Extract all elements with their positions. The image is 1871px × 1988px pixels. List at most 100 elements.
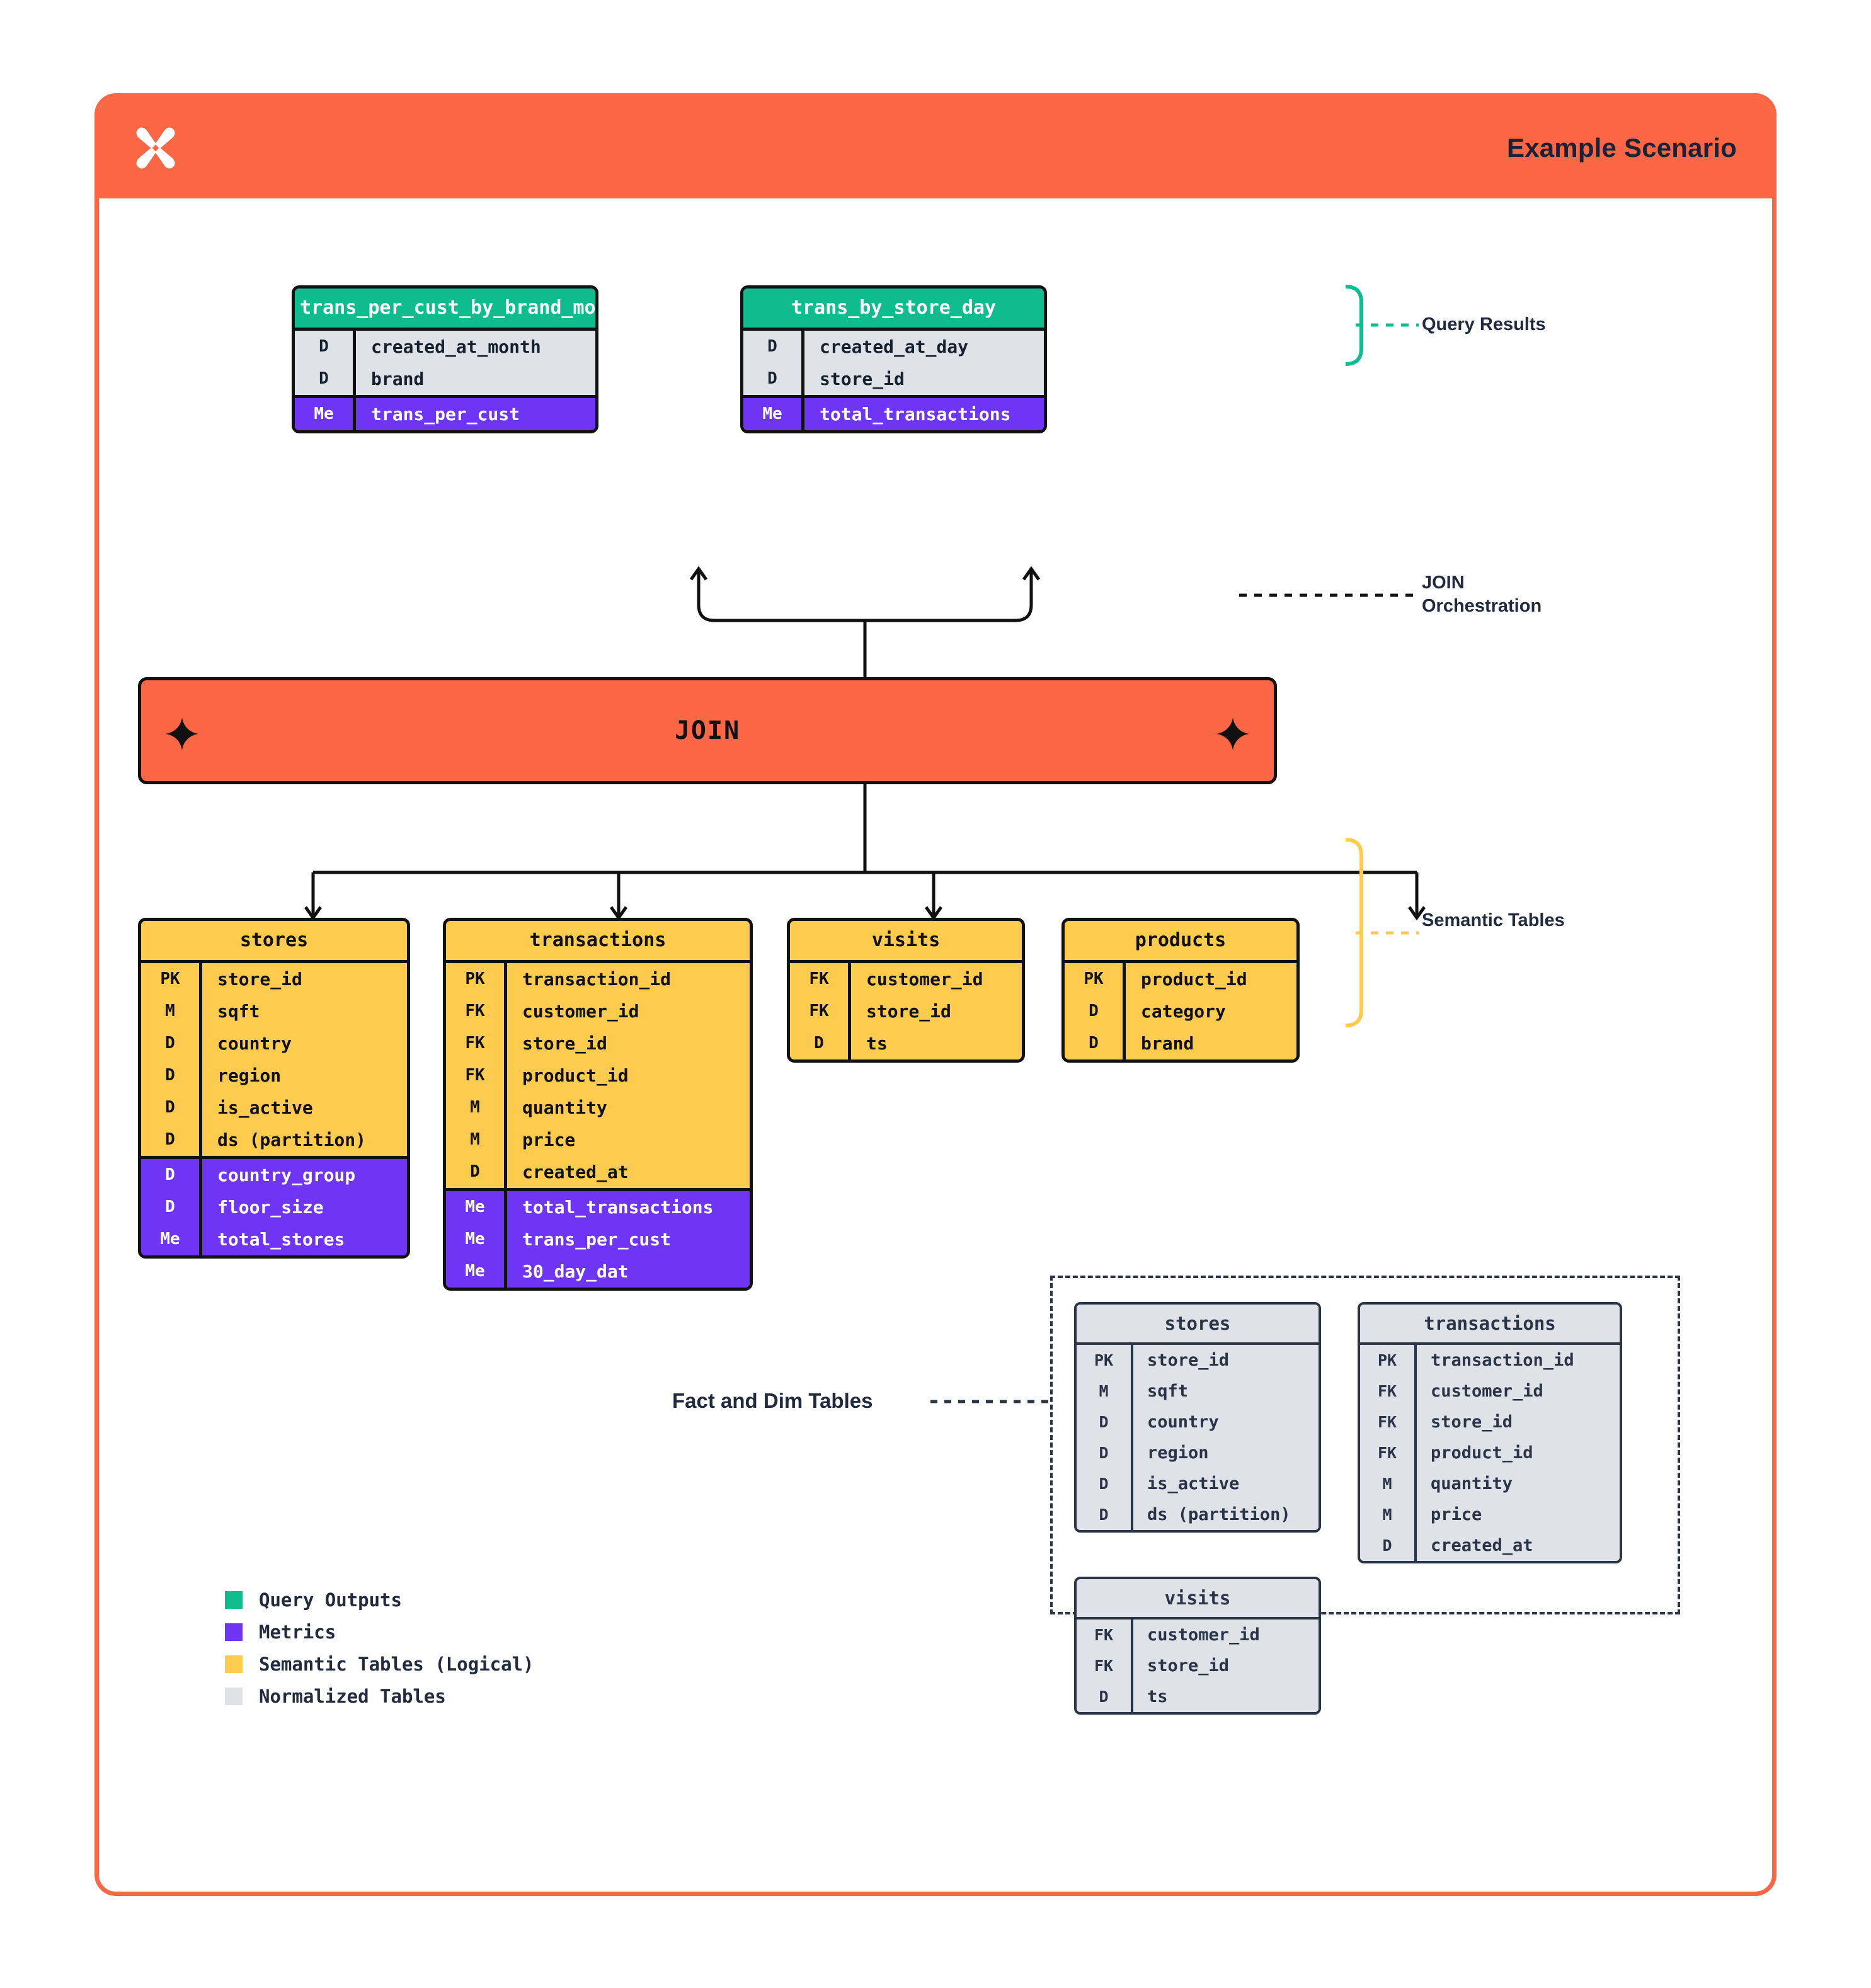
sparkle-icon: [166, 717, 198, 750]
field-name: region: [1131, 1437, 1319, 1469]
field-key: Me: [465, 1230, 485, 1248]
field-key: FK: [465, 1066, 485, 1085]
field-key: FK: [1094, 1626, 1114, 1645]
table-title: trans_per_cust_by_brand_month: [295, 288, 595, 328]
query-result-table-trans-per-cust[interactable]: trans_per_cust_by_brand_month D created_…: [292, 285, 598, 433]
legend: Query Outputs Metrics Semantic Tables (L…: [225, 1589, 534, 1718]
annotation-label-line2: Orchestration: [1422, 596, 1542, 617]
legend-swatch: [225, 1688, 243, 1705]
field-key: FK: [1377, 1413, 1397, 1432]
field-name: customer_id: [1131, 1620, 1319, 1651]
table-row: FK customer_id: [1077, 1620, 1319, 1651]
annotation-query-results: Query Results: [1422, 313, 1546, 336]
field-key: FK: [465, 1002, 485, 1020]
table-title: stores: [141, 921, 407, 960]
table-row: D brand: [295, 362, 595, 395]
table-row: D created_at_day: [743, 330, 1044, 363]
field-key: D: [1099, 1413, 1109, 1432]
table-row: Me total_transactions: [743, 397, 1044, 430]
legend-swatch: [225, 1591, 243, 1609]
field-name: ds (partition): [1131, 1499, 1319, 1531]
field-key: D: [165, 1098, 175, 1117]
field-key: D: [1099, 1688, 1109, 1706]
field-name: store_id: [1131, 1345, 1319, 1376]
metric-section: Me total_transactions: [743, 394, 1044, 430]
field-key: PK: [1377, 1351, 1397, 1370]
table-rows: D created_at_day D store_id: [743, 327, 1044, 395]
field-key: Me: [465, 1262, 485, 1281]
field-key: D: [1099, 1505, 1109, 1524]
table-title: products: [1065, 921, 1296, 960]
annotation-label: Semantic Tables: [1422, 910, 1565, 930]
field-name: product_id: [1123, 963, 1296, 995]
field-key: FK: [809, 969, 829, 988]
field-name: country_group: [199, 1158, 407, 1191]
query-result-table-trans-by-store-day[interactable]: trans_by_store_day D created_at_day D st…: [740, 285, 1047, 433]
table-title: visits: [790, 921, 1022, 960]
field-name: sqft: [1131, 1376, 1319, 1407]
legend-swatch: [225, 1623, 243, 1641]
field-name: is_active: [199, 1091, 407, 1124]
field-name: quantity: [504, 1091, 750, 1124]
field-name: created_at_day: [801, 330, 1044, 363]
field-key: D: [165, 1066, 175, 1085]
table-title: visits: [1077, 1579, 1319, 1618]
field-key: FK: [1094, 1657, 1114, 1676]
field-name: trans_per_cust: [353, 397, 595, 430]
field-key: D: [1099, 1444, 1109, 1463]
join-orchestration-bar[interactable]: JOIN: [138, 677, 1277, 784]
legend-label: Semantic Tables (Logical): [259, 1654, 534, 1675]
field-name: region: [199, 1059, 407, 1092]
field-name: sqft: [199, 995, 407, 1027]
field-name: price: [504, 1123, 750, 1156]
field-key: M: [1382, 1505, 1392, 1524]
table-title: stores: [1077, 1305, 1319, 1343]
field-key: M: [165, 1002, 175, 1020]
field-name: store_id: [848, 995, 1022, 1027]
field-key: FK: [1377, 1444, 1397, 1463]
field-name: ts: [1131, 1681, 1319, 1713]
annotation-label-line1: JOIN: [1422, 573, 1465, 593]
field-name: category: [1123, 995, 1296, 1027]
field-key: PK: [1094, 1351, 1114, 1370]
table-row: FK store_id: [1077, 1650, 1319, 1682]
legend-label: Query Outputs: [259, 1589, 402, 1611]
field-name: product_id: [1414, 1437, 1620, 1469]
field-name: created_at: [504, 1155, 750, 1188]
legend-label: Metrics: [259, 1621, 336, 1643]
table-row: D created_at_month: [295, 330, 595, 363]
field-name: is_active: [1131, 1468, 1319, 1500]
table-row: D store_id: [743, 362, 1044, 395]
field-name: store_id: [1131, 1650, 1319, 1682]
field-name: created_at_month: [353, 330, 595, 363]
